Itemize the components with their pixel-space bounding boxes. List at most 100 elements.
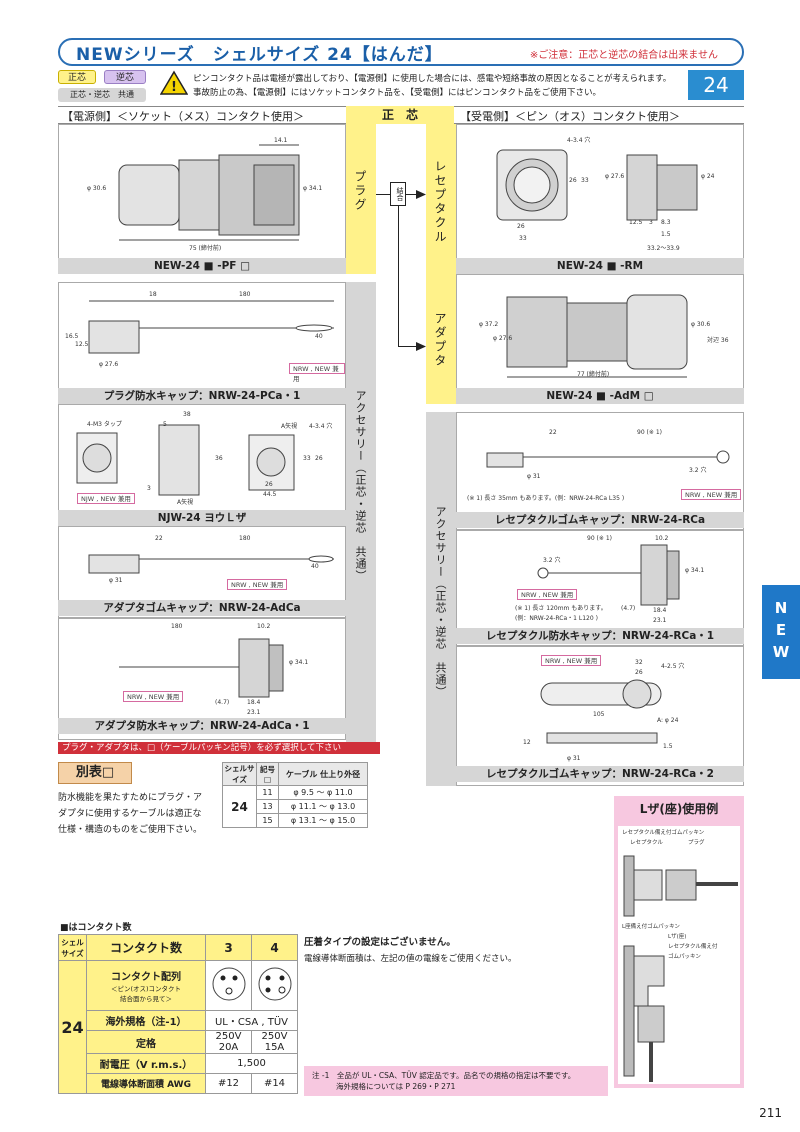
adapter-rubber-product-name: アダプタゴムキャップ：NRW-24-AdCa [58, 600, 346, 616]
dim-r2-26: 26 [635, 669, 643, 676]
accessory-left-label: アクセサリー（正芯・逆芯 共通） [354, 390, 367, 582]
compat-label: NJW , NEW 兼用 [77, 493, 135, 504]
plug-cap-drawing [88, 300, 334, 354]
rec-rubber2-product-name: レセプタクルゴムキャップ：NRW-24-RCa・2 [456, 766, 744, 782]
table-row: 15 φ 13.1 ～ φ 15.0 [223, 813, 368, 828]
warning-icon: ! [160, 70, 188, 95]
rec-waterproof-panel: 90 (※ 1) 10.2 3.2 穴 (※ 1) 長さ 120mm もあります… [456, 530, 744, 646]
lza-label: レセプタクル備え付 [668, 944, 718, 950]
dim-adapter-hex: 対辺 36 [707, 337, 729, 344]
receptacle-drawing [496, 149, 698, 221]
accessory-right-band [426, 412, 456, 786]
dim-rec-26b: 26 [569, 177, 577, 184]
awg-3: #12 [205, 1073, 252, 1094]
footnote-box: 注 -1 全品が UL・CSA、TÜV 認定品です。品名での規格の指定は不要です… [304, 1066, 608, 1096]
dim-r2-32: 32 [635, 659, 643, 666]
plug-drawing [118, 144, 300, 241]
plug-label: プラグ [353, 170, 367, 212]
table-row: 24 コンタクト配列 ＜ピン(オス)コンタクト 結合面から見て＞ XYG XYZ… [58, 960, 298, 1094]
rating-label: 定格 [86, 1030, 206, 1054]
cable-th-diameter: ケーブル 仕上り外径 [278, 762, 368, 786]
select-note: プラグ・アダプタは、□（ケーブルパッキン記号）を必ず選択して下さい [58, 742, 380, 754]
plug-cap-product-name: プラグ防水キャップ：NRW-24-PCa・1 [58, 388, 346, 404]
awg-4: #14 [251, 1073, 298, 1094]
lza-label: プラグ [688, 840, 705, 846]
dim-adapter-length: 77 (締付前) [577, 371, 610, 378]
warning-text: ピンコンタクト品は電極が露出しており、【電源側】に使用した場合には、感電や短絡事… [193, 72, 673, 100]
cable-size: 24 [222, 785, 257, 828]
dim-plug-d2: φ 34.1 [303, 185, 323, 192]
cable-code: 11 [256, 785, 279, 800]
contact-layout-sub2: 結合面から見て＞ [120, 995, 172, 1003]
cable-table: シェルサイズ 記号 □ ケーブル 仕上り外径 24 11 φ 9.5 ～ φ 1… [222, 762, 368, 828]
contact-th-count: コンタクト数 [86, 934, 206, 961]
receptacle-label: レセプタクル [433, 160, 447, 244]
center-column-header: 正 芯 [346, 106, 454, 124]
rw-note-1: (※ 1) 長さ 120mm もあります。 [515, 605, 607, 612]
dim-rw-23-1: 23.1 [653, 617, 667, 624]
dim-njw-hole: 4-3.4 穴 [309, 423, 333, 430]
contact-layout-sub1: ＜ピン(オス)コンタクト [110, 985, 182, 993]
dim-rec-33b: 33 [581, 177, 589, 184]
table-row: 定格 250V 20A 250V 15A [59, 1030, 298, 1054]
dim-pc-180: 180 [239, 291, 251, 298]
adapter-panel: 77 (締付前) φ 37.2 φ 27.6 φ 30.6 対辺 36 [456, 274, 744, 404]
dim-njw-38: 38 [183, 411, 191, 418]
dim-ar-40: 40 [311, 563, 319, 570]
plug-column-band [346, 124, 376, 274]
cable-code: 13 [256, 799, 279, 814]
warning-line-1: ピンコンタクト品は電極が露出しており、【電源側】に使用した場合には、感電や短絡事… [193, 74, 672, 84]
seishin-tag: 正芯 [58, 70, 96, 84]
dim-rec-26a: 26 [517, 223, 525, 230]
arrow-line [376, 194, 390, 195]
adapter-rubber-drawing [88, 554, 334, 574]
dim-rec-1-5: 1.5 [661, 231, 671, 238]
plug-panel: 75 (締付前) φ 30.6 φ 34.1 14.1 [58, 124, 346, 274]
cable-range: φ 9.5 ～ φ 11.0 [278, 785, 368, 800]
lza-drawing [623, 855, 738, 1082]
adapter-column-band [426, 274, 456, 404]
dim-rr-22: 22 [549, 429, 557, 436]
dim-aw-4-7: (4.7) [215, 699, 230, 706]
lza-label: レセプタクル [630, 840, 663, 846]
dim-rec-8-3: 8.3 [661, 219, 671, 226]
adapter-label: アダプタ [433, 312, 447, 368]
rating-4: 250V 15A [251, 1030, 298, 1054]
dim-plug-length: 75 (締付前) [189, 245, 222, 252]
dim-plug-d1: φ 30.6 [87, 185, 107, 192]
compat-label: NRW , NEW 兼用 [289, 363, 345, 383]
njw-panel: 4-M3 タップ 38 5 A矢視 4-3.4 穴 26 44.5 36 33 … [58, 404, 346, 526]
rating-3: 250V 20A [205, 1030, 252, 1054]
rw-note-2: (例：NRW-24-RCa・1 L120 ) [515, 615, 598, 622]
crimp-note-text: 電線導体断面積は、左記の値の電線をご使用ください。 [304, 954, 517, 964]
dim-rw-18-4: 18.4 [653, 607, 667, 614]
svg-text:!: ! [171, 80, 177, 95]
dim-rec-d2: φ 24 [701, 173, 715, 180]
compat-label: NRW , NEW 兼用 [517, 589, 578, 600]
contact-size: 24 [58, 960, 87, 1094]
right-column-header: 【受電側】＜ピン（オス）コンタクト使用＞ [460, 110, 680, 123]
dim-aw-18-4: 18.4 [247, 699, 261, 706]
arrow-head-icon [416, 342, 426, 351]
adapter-product-name: NEW-24 ■ -AdM □ [456, 388, 744, 404]
dim-njw-aview: A矢視 [281, 423, 298, 430]
rec-rubber2-drawing [540, 679, 662, 744]
lza-label: レセプタクル備え付ゴムパッキン [622, 830, 705, 836]
plug-product-name: NEW-24 ■ -PF □ [58, 258, 346, 274]
betsuhyo-text: 防水機能を果たすためにプラグ・アダプタに使用するケーブルは適正な仕様・構造のもの… [58, 793, 203, 835]
compat-label: NRW , NEW 兼用 [541, 655, 602, 666]
dim-njw-a: A矢視 [177, 499, 194, 506]
dim-rw-3-2: 3.2 穴 [543, 557, 561, 564]
dim-njw-tap: 4-M3 タップ [87, 421, 122, 428]
left-column-header: 【電源側】＜ソケット（メス）コンタクト使用＞ [62, 110, 304, 123]
dim-aw-180: 180 [171, 623, 183, 630]
title-bar: NEWシリーズ シェルサイズ 24【はんだ】 ※ご注意：正芯と逆芯の結合は出来ま… [58, 38, 744, 66]
dim-plug-top: 14.1 [274, 137, 288, 144]
dim-adapter-d2: φ 27.6 [493, 335, 513, 342]
cable-code: 15 [256, 813, 279, 828]
receptacle-column-band [426, 124, 456, 274]
crimp-note-title: 圧着タイプの設定はございません。 [304, 937, 456, 948]
lza-title: Lザ(座)使用例 [639, 802, 719, 816]
contact-th-4: 4 [251, 934, 298, 961]
dim-rec-hole: 4-3.4 穴 [567, 137, 591, 144]
